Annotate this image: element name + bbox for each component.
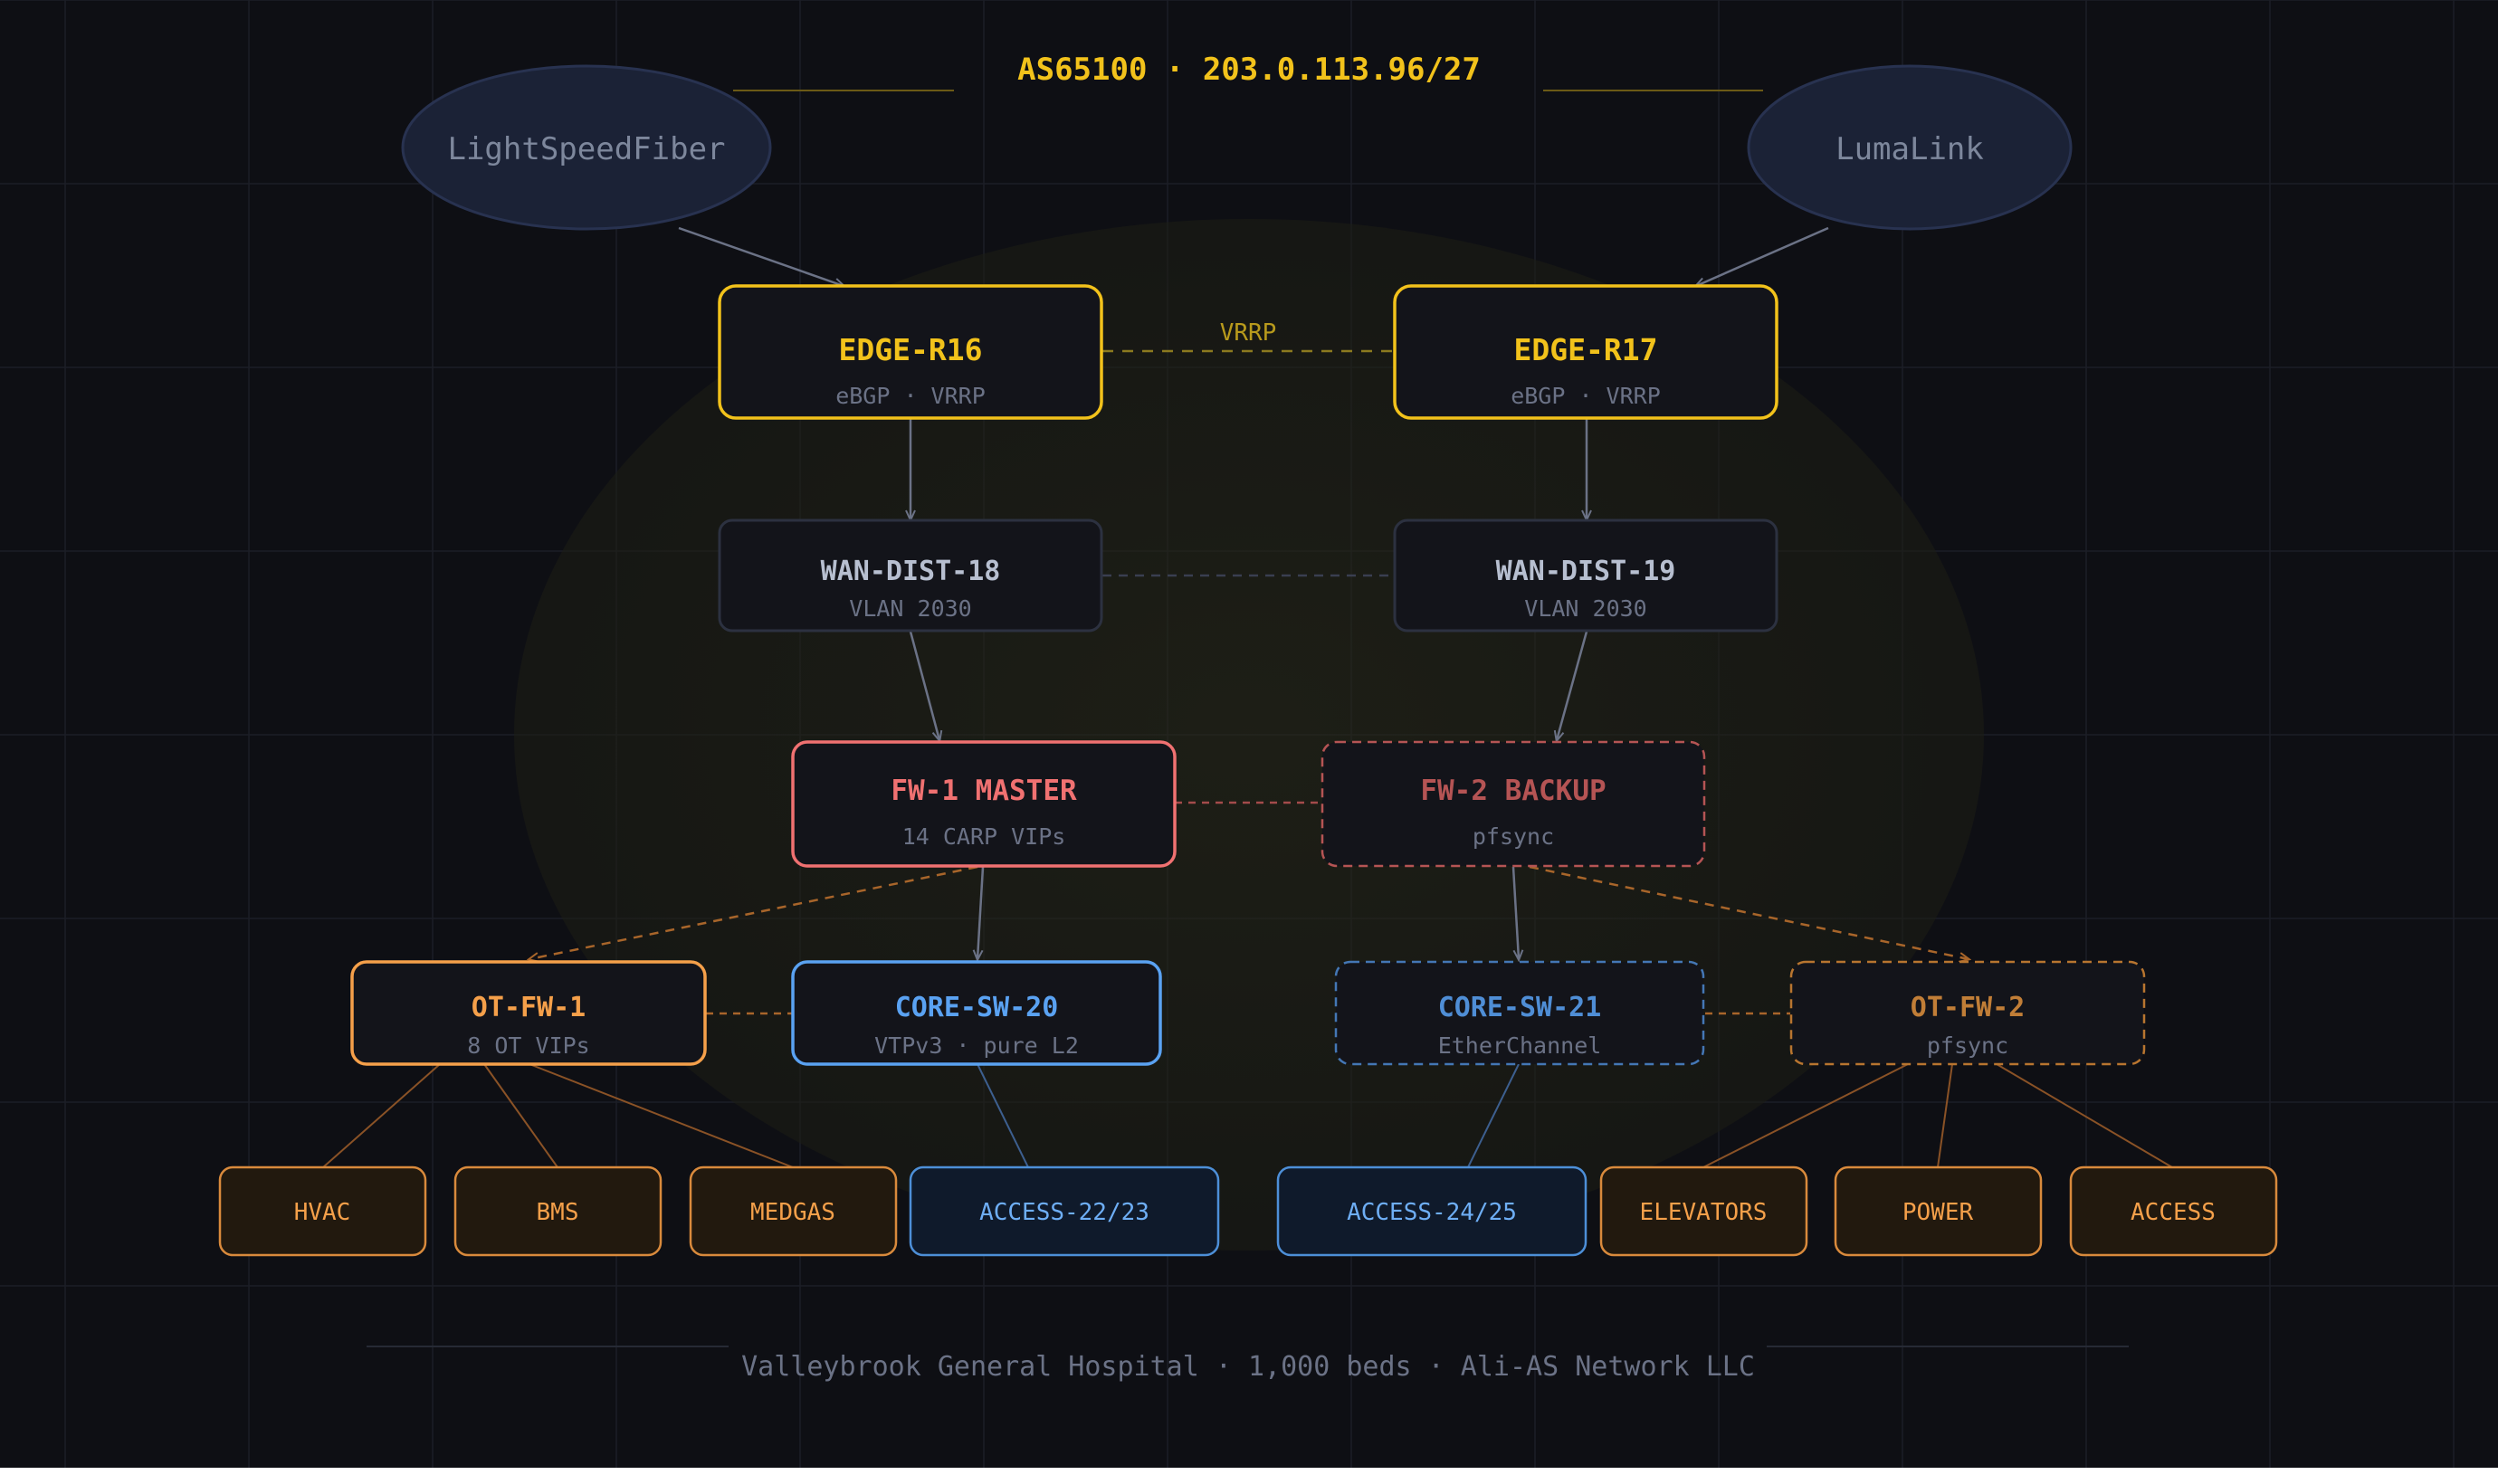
node-edge-r16: EDGE-R16 eBGP · VRRP xyxy=(718,284,1103,420)
node-subtitle: eBGP · VRRP xyxy=(835,383,986,409)
link-otfw1-bms xyxy=(483,1063,558,1168)
footer-caption: Valleybrook General Hospital · 1,000 bed… xyxy=(741,1351,1755,1383)
link-fw2-to-core21 xyxy=(1511,866,1519,959)
node-subtitle: VLAN 2030 xyxy=(849,595,971,622)
isp-name: LightSpeedFiber xyxy=(447,131,725,167)
leaf-label: ACCESS xyxy=(2131,1199,2216,1226)
node-title: FW-2 BACKUP xyxy=(1420,775,1606,807)
leaf-access-22-23: ACCESS-22/23 xyxy=(909,1165,1220,1257)
node-subtitle: VLAN 2030 xyxy=(1524,595,1646,622)
node-subtitle: 14 CARP VIPs xyxy=(902,823,1066,850)
node-ot-fw-2: OT-FW-2 pfsync xyxy=(1789,960,2146,1066)
connectors xyxy=(322,226,2173,1168)
node-title: EDGE-R17 xyxy=(1514,332,1658,367)
node-edge-r17: EDGE-R17 eBGP · VRRP xyxy=(1393,284,1778,420)
node-title: OT-FW-1 xyxy=(472,992,586,1023)
leaf-label: POWER xyxy=(1902,1199,1974,1226)
link-otfw2-access xyxy=(1996,1063,2173,1168)
leaf-label: HVAC xyxy=(294,1199,351,1226)
node-ot-fw-1: OT-FW-1 8 OT VIPs xyxy=(350,960,707,1066)
node-subtitle: pfsync xyxy=(1927,1032,2008,1059)
node-title: CORE-SW-20 xyxy=(895,992,1059,1023)
header-title: AS65100 · 203.0.113.96/27 xyxy=(1017,52,1481,88)
leaf-bms: BMS xyxy=(453,1165,663,1257)
link-d18-to-fw1 xyxy=(909,631,939,740)
node-fw2-backup: FW-2 BACKUP pfsync xyxy=(1321,740,1706,868)
node-title: WAN-DIST-19 xyxy=(1496,556,1676,587)
link-isp-left-to-r16 xyxy=(678,226,844,286)
node-subtitle: VTPv3 · pure L2 xyxy=(874,1032,1079,1059)
link-d19-to-fw2 xyxy=(1557,631,1588,740)
link-otfw2-power xyxy=(1937,1063,1953,1168)
node-title: WAN-DIST-18 xyxy=(821,556,1001,587)
leaf-access-24-25: ACCESS-24/25 xyxy=(1276,1165,1587,1257)
leaf-access: ACCESS xyxy=(2069,1165,2278,1257)
link-isp-right-to-r17 xyxy=(1696,226,1829,286)
leaf-hvac: HVAC xyxy=(218,1165,427,1257)
leaf-elevators: ELEVATORS xyxy=(1599,1165,1808,1257)
node-core-sw-20: CORE-SW-20 VTPv3 · pure L2 xyxy=(791,960,1162,1066)
leaf-label: MEDGAS xyxy=(750,1199,835,1226)
node-subtitle: 8 OT VIPs xyxy=(467,1032,589,1059)
isp-lightspeedfiber: LightSpeedFiber xyxy=(401,64,772,231)
node-fw1-master: FW-1 MASTER 14 CARP VIPs xyxy=(791,740,1177,868)
node-title: OT-FW-2 xyxy=(1911,992,2025,1023)
node-wan-dist-19: WAN-DIST-19 VLAN 2030 xyxy=(1393,518,1778,633)
node-title: CORE-SW-21 xyxy=(1438,992,1602,1023)
isp-name: LumaLink xyxy=(1835,131,1984,167)
isp-lumalink: LumaLink xyxy=(1747,64,2073,231)
leaf-label: ACCESS-22/23 xyxy=(979,1199,1149,1226)
link-fw1-to-otfw1 xyxy=(529,865,978,959)
link-otfw1-hvac xyxy=(322,1063,441,1168)
node-subtitle: EtherChannel xyxy=(1438,1032,1602,1059)
node-title: EDGE-R16 xyxy=(839,332,983,367)
node-wan-dist-18: WAN-DIST-18 VLAN 2030 xyxy=(718,518,1103,633)
leaf-power: POWER xyxy=(1834,1165,2043,1257)
vrrp-link-label: VRRP xyxy=(1220,319,1277,347)
node-subtitle: eBGP · VRRP xyxy=(1511,383,1661,409)
leaf-medgas: MEDGAS xyxy=(689,1165,898,1257)
leaf-label: ELEVATORS xyxy=(1640,1199,1768,1226)
link-core20-access2223 xyxy=(977,1063,1029,1168)
link-fw1-to-core20 xyxy=(977,866,985,959)
link-otfw2-elevators xyxy=(1702,1063,1909,1168)
link-otfw1-medgas xyxy=(529,1063,794,1168)
node-core-sw-21: CORE-SW-21 EtherChannel xyxy=(1334,960,1705,1066)
leaf-label: ACCESS-24/25 xyxy=(1347,1199,1517,1226)
node-subtitle: pfsync xyxy=(1473,823,1554,850)
link-core21-access2425 xyxy=(1467,1063,1520,1168)
node-title: FW-1 MASTER xyxy=(891,775,1077,807)
leaf-label: BMS xyxy=(537,1199,579,1226)
